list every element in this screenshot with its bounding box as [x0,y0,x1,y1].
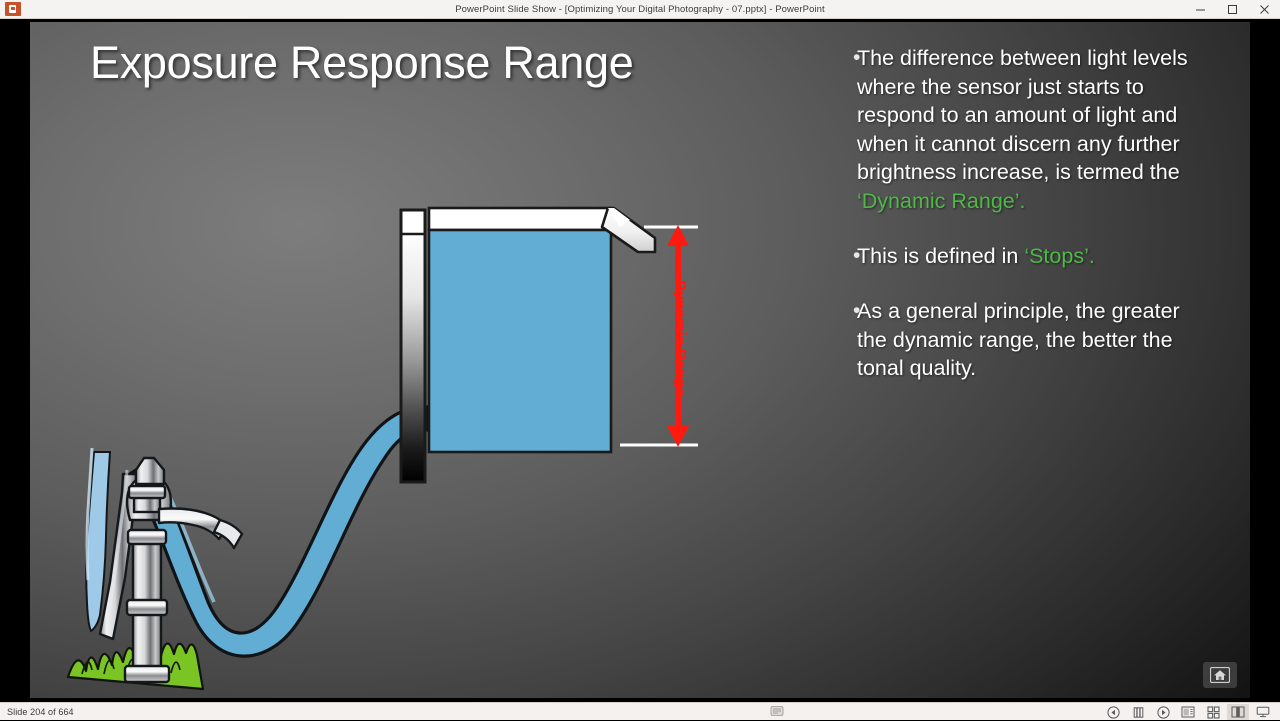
status-bar: Slide 204 of 664 [0,702,1280,720]
restore-icon[interactable] [1216,0,1248,19]
bullet-segment: This is defined in [857,244,1024,268]
close-icon[interactable] [1248,0,1280,19]
bullet-text: As a general principle, the greater the … [857,297,1215,383]
pump-water-stream [86,448,110,631]
list-item: • The difference between light levels wh… [815,44,1215,216]
all-slides-icon[interactable] [1202,704,1224,720]
hand-pump-icon [100,458,242,682]
powerpoint-icon [5,2,21,16]
slideshow-stage[interactable]: Exposure Response Range [0,19,1280,702]
next-slide-icon[interactable] [1152,704,1174,720]
bullet-text: The difference between light levels wher… [857,44,1215,216]
home-button[interactable] [1203,662,1237,688]
home-icon [1210,667,1230,683]
page-title: Exposure Response Range [90,37,633,89]
bullet-segment-accent: ‘Stops’. [1024,244,1095,268]
window-titlebar: PowerPoint Slide Show - [Optimizing Your… [0,0,1280,19]
list-item: • As a general principle, the greater th… [815,297,1215,383]
cursor-icon [768,704,786,718]
water-hose [130,407,428,656]
bullet-segment-accent: ‘Dynamic Range’. [857,189,1025,213]
zoom-slide-icon[interactable] [1227,704,1249,720]
window-title: PowerPoint Slide Show - [Optimizing Your… [0,0,1280,19]
window-controls [1184,0,1280,19]
list-item: • This is defined in ‘Stops’. [815,242,1215,271]
status-bar-icons [1102,703,1274,721]
overflow-spout [602,208,655,252]
notes-icon[interactable] [1177,704,1199,720]
dynamic-range-label: Dynamic Range [672,280,689,420]
slide-canvas[interactable]: Exposure Response Range [30,22,1250,698]
grass-icon [68,643,203,689]
bullet-segment: As a general principle, the greater the … [857,299,1180,380]
water-tank [429,208,611,452]
minimize-icon[interactable] [1184,0,1216,19]
previous-slide-icon[interactable] [1102,704,1124,720]
bullet-list: • The difference between light levels wh… [815,44,1215,409]
bullet-marker: • [815,297,857,383]
bullet-text: This is defined in ‘Stops’. [857,242,1215,271]
pen-tools-icon[interactable] [1127,704,1149,720]
bullet-segment: The difference between light levels wher… [857,46,1188,184]
tonal-gradient-bar [401,210,425,482]
bullet-marker: • [815,44,857,216]
bullet-marker: • [815,242,857,271]
slide-counter: Slide 204 of 664 [7,707,74,717]
presenter-view-icon[interactable] [1252,704,1274,720]
